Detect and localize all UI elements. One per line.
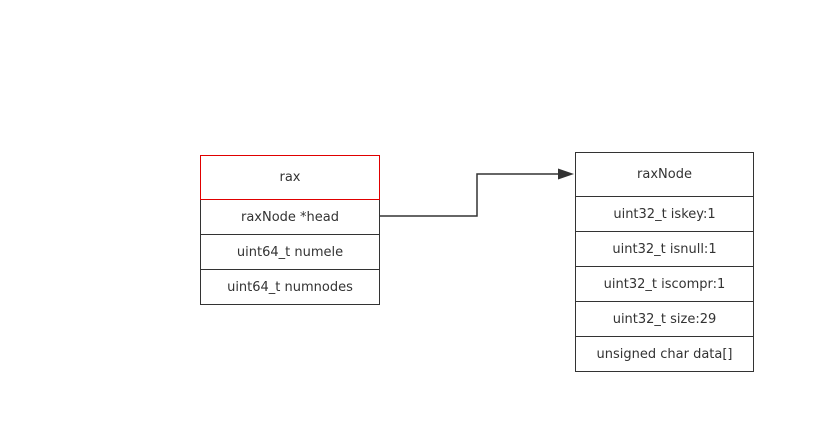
rax-field-numele-label: uint64_t numele (236, 244, 344, 260)
raxnode-field-data-label: unsigned char data[] (596, 346, 733, 362)
raxnode-field-isnull-label: uint32_t isnull:1 (612, 241, 717, 257)
head-pointer-line (380, 173, 560, 217)
rax-field-numnodes: uint64_t numnodes (200, 269, 380, 305)
rax-title-cell: rax (200, 155, 380, 200)
raxnode-field-iskey-label: uint32_t iskey:1 (613, 206, 716, 222)
arrowhead-icon (558, 168, 574, 180)
raxnode-field-iscompr: uint32_t iscompr:1 (575, 266, 754, 302)
rax-field-head-label: raxNode *head (240, 209, 340, 225)
raxnode-field-size-label: uint32_t size:29 (612, 311, 717, 327)
raxnode-field-isnull: uint32_t isnull:1 (575, 231, 754, 267)
raxnode-field-iscompr-label: uint32_t iscompr:1 (603, 276, 726, 292)
rax-field-numele: uint64_t numele (200, 234, 380, 270)
rax-field-numnodes-label: uint64_t numnodes (227, 279, 353, 295)
raxnode-field-iskey: uint32_t iskey:1 (575, 196, 754, 232)
raxnode-title: raxNode (637, 167, 692, 182)
raxnode-field-size: uint32_t size:29 (575, 301, 754, 337)
raxnode-field-data: unsigned char data[] (575, 336, 754, 372)
rax-title: rax (279, 170, 301, 185)
raxnode-title-cell: raxNode (575, 152, 754, 197)
